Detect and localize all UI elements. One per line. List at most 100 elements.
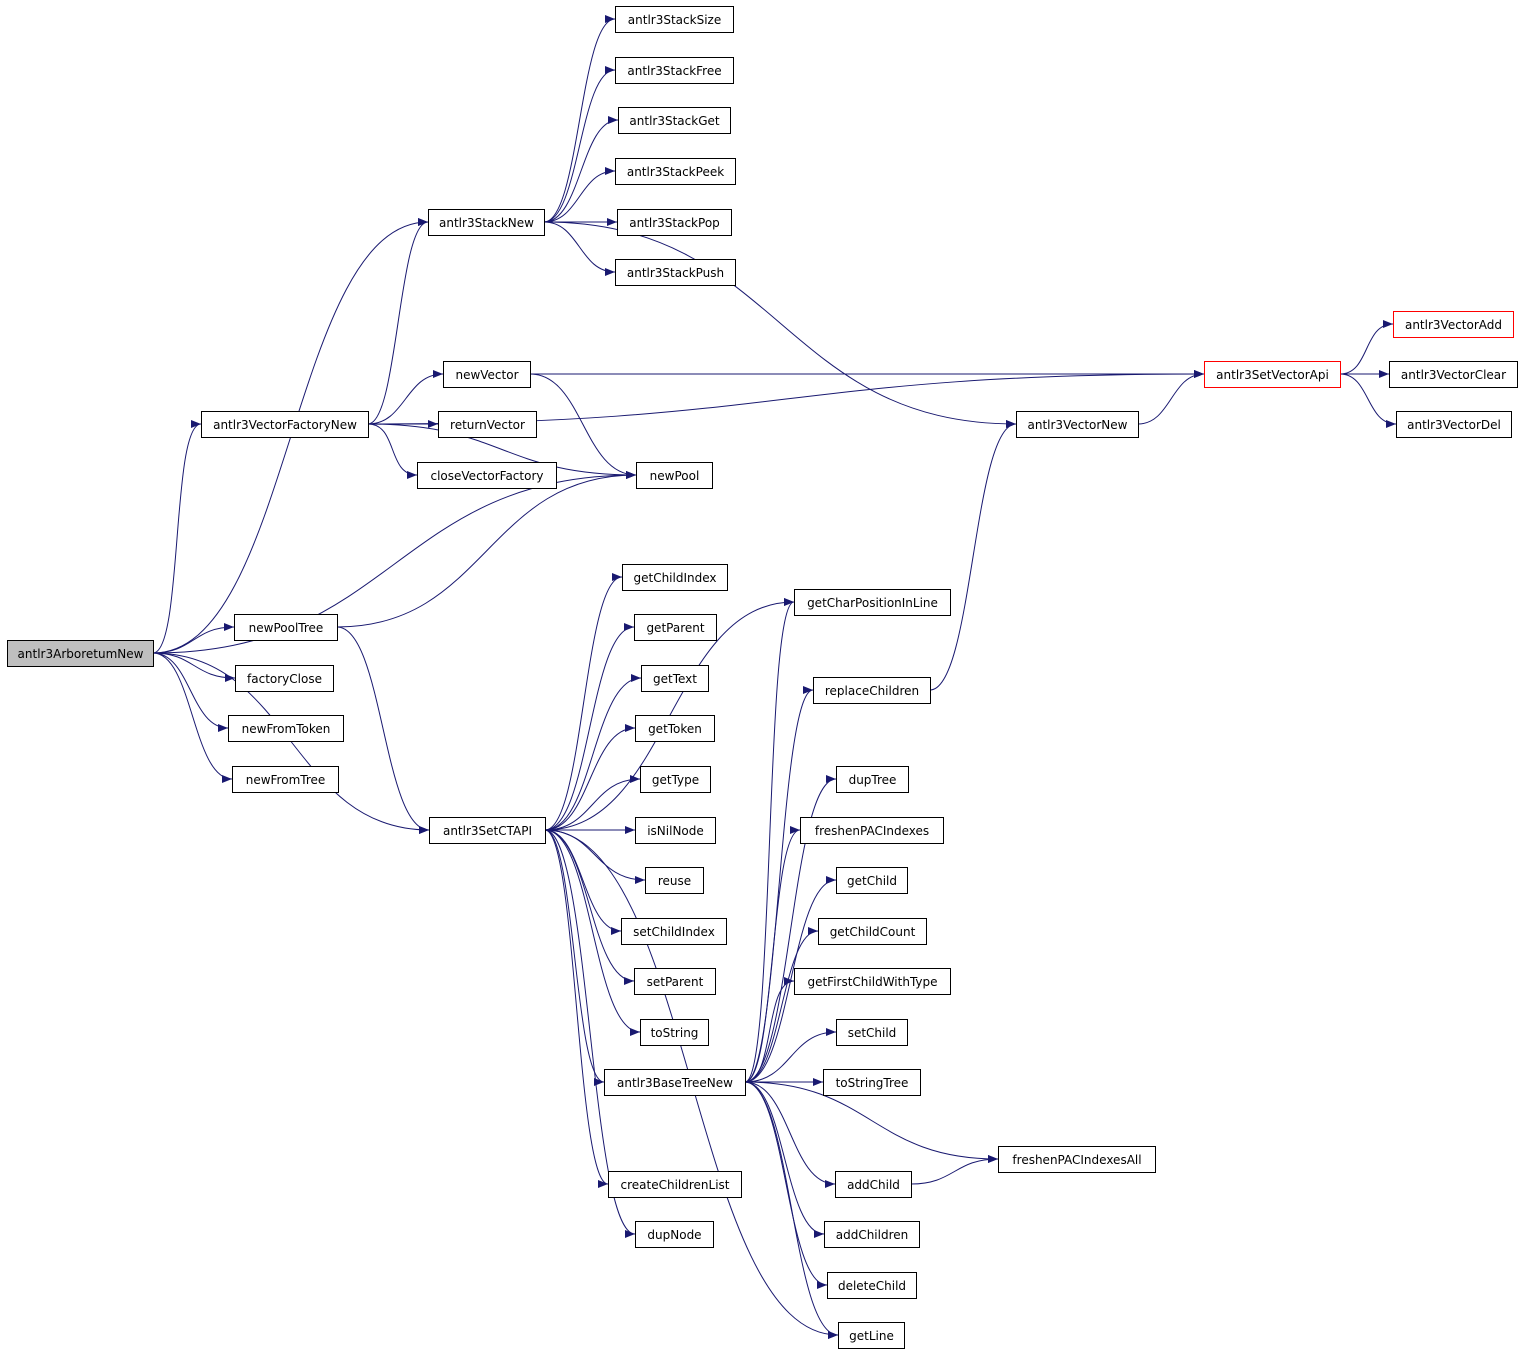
node-box-setparent[interactable]	[634, 968, 716, 995]
node-addchildren[interactable]: addChildren	[824, 1221, 920, 1248]
node-newfromtree[interactable]: newFromTree	[232, 766, 339, 793]
node-box-stackpeek[interactable]	[615, 158, 736, 185]
node-box-vecclear[interactable]	[1389, 361, 1518, 388]
node-createchildren[interactable]: createChildrenList	[608, 1171, 742, 1198]
node-box-addchild[interactable]	[835, 1171, 912, 1198]
node-vecnew[interactable]: antlr3VectorNew	[1016, 411, 1139, 438]
node-box-createchildren[interactable]	[608, 1171, 742, 1198]
node-box-addchildren[interactable]	[824, 1221, 920, 1248]
node-getfirstchild[interactable]: getFirstChildWithType	[794, 968, 951, 995]
node-box-getcharpos[interactable]	[794, 589, 951, 616]
node-box-setchildindex[interactable]	[621, 918, 727, 945]
node-box-factoryclose[interactable]	[235, 665, 334, 692]
node-setctapi[interactable]: antlr3SetCTAPI	[429, 817, 546, 844]
node-box-newpool[interactable]	[636, 462, 713, 489]
node-box-freshenpac[interactable]	[800, 817, 944, 844]
node-box-basetreenew[interactable]	[604, 1069, 746, 1096]
node-box-getline[interactable]	[838, 1322, 905, 1349]
node-box-arboretum[interactable]	[7, 640, 154, 667]
node-box-returnvector[interactable]	[438, 411, 537, 438]
node-stackpeek[interactable]: antlr3StackPeek	[615, 158, 736, 185]
node-setchildindex[interactable]: setChildIndex	[621, 918, 727, 945]
node-deletechild[interactable]: deleteChild	[827, 1272, 917, 1299]
node-box-closevf[interactable]	[417, 462, 557, 489]
node-newfromtoken[interactable]: newFromToken	[228, 715, 344, 742]
node-box-gettoken[interactable]	[635, 715, 715, 742]
node-vecclear[interactable]: antlr3VectorClear	[1389, 361, 1518, 388]
node-box-gettype[interactable]	[640, 766, 711, 793]
node-box-getfirstchild[interactable]	[794, 968, 951, 995]
node-box-getchildindex[interactable]	[622, 564, 728, 591]
node-getchildindex[interactable]: getChildIndex	[622, 564, 728, 591]
node-box-newfromtree[interactable]	[232, 766, 339, 793]
node-newpool[interactable]: newPool	[636, 462, 713, 489]
node-stackpush[interactable]: antlr3StackPush	[615, 259, 736, 286]
node-addchild[interactable]: addChild	[835, 1171, 912, 1198]
node-box-stackpop[interactable]	[617, 209, 732, 236]
node-box-isnilnode[interactable]	[635, 817, 716, 844]
node-arboretum[interactable]: antlr3ArboretumNew	[7, 640, 154, 667]
node-tostringtree[interactable]: toStringTree	[823, 1069, 921, 1096]
node-box-getparent[interactable]	[634, 614, 717, 641]
node-box-setctapi[interactable]	[429, 817, 546, 844]
node-vecdel[interactable]: antlr3VectorDel	[1396, 411, 1512, 438]
node-gettext[interactable]: getText	[641, 665, 709, 692]
node-returnvector[interactable]: returnVector	[438, 411, 537, 438]
node-box-tostring[interactable]	[640, 1019, 709, 1046]
node-box-vecnew[interactable]	[1016, 411, 1139, 438]
node-closevf[interactable]: closeVectorFactory	[417, 462, 557, 489]
node-isnilnode[interactable]: isNilNode	[635, 817, 716, 844]
node-box-deletechild[interactable]	[827, 1272, 917, 1299]
node-getparent[interactable]: getParent	[634, 614, 717, 641]
node-box-newvector[interactable]	[443, 361, 531, 388]
node-box-stackget[interactable]	[618, 107, 731, 134]
node-box-newpooltree[interactable]	[234, 614, 338, 641]
node-box-setchild[interactable]	[836, 1019, 908, 1046]
node-vecfactory[interactable]: antlr3VectorFactoryNew	[201, 411, 369, 438]
node-newvector[interactable]: newVector	[443, 361, 531, 388]
node-setparent[interactable]: setParent	[634, 968, 716, 995]
node-getchildcount[interactable]: getChildCount	[818, 918, 927, 945]
node-setchild[interactable]: setChild	[836, 1019, 908, 1046]
node-box-vecadd[interactable]	[1393, 311, 1514, 338]
node-box-tostringtree[interactable]	[823, 1069, 921, 1096]
node-gettype[interactable]: getType	[640, 766, 711, 793]
node-dupnode[interactable]: dupNode	[635, 1221, 714, 1248]
node-stacksize[interactable]: antlr3StackSize	[615, 6, 734, 33]
node-box-stacksize[interactable]	[615, 6, 734, 33]
node-box-getchild[interactable]	[836, 867, 908, 894]
node-box-getchildcount[interactable]	[818, 918, 927, 945]
node-factoryclose[interactable]: factoryClose	[235, 665, 334, 692]
node-freshenpacall[interactable]: freshenPACIndexesAll	[998, 1146, 1156, 1173]
node-replacechildren[interactable]: replaceChildren	[813, 677, 931, 704]
node-stacknew[interactable]: antlr3StackNew	[428, 209, 545, 236]
node-box-stacknew[interactable]	[428, 209, 545, 236]
node-gettoken[interactable]: getToken	[635, 715, 715, 742]
node-getchild[interactable]: getChild	[836, 867, 908, 894]
node-tostring[interactable]: toString	[640, 1019, 709, 1046]
node-duptree[interactable]: dupTree	[836, 766, 909, 793]
node-box-stackfree[interactable]	[615, 57, 734, 84]
node-stackpop[interactable]: antlr3StackPop	[617, 209, 732, 236]
node-stackget[interactable]: antlr3StackGet	[618, 107, 731, 134]
node-freshenpac[interactable]: freshenPACIndexes	[800, 817, 944, 844]
node-box-dupnode[interactable]	[635, 1221, 714, 1248]
node-box-stackpush[interactable]	[615, 259, 736, 286]
node-getcharpos[interactable]: getCharPositionInLine	[794, 589, 951, 616]
node-box-vecfactory[interactable]	[201, 411, 369, 438]
node-basetreenew[interactable]: antlr3BaseTreeNew	[604, 1069, 746, 1096]
node-box-freshenpacall[interactable]	[998, 1146, 1156, 1173]
node-box-reuse[interactable]	[645, 867, 704, 894]
node-box-vecdel[interactable]	[1396, 411, 1512, 438]
node-newpooltree[interactable]: newPoolTree	[234, 614, 338, 641]
node-box-replacechildren[interactable]	[813, 677, 931, 704]
node-stackfree[interactable]: antlr3StackFree	[615, 57, 734, 84]
node-reuse[interactable]: reuse	[645, 867, 704, 894]
node-box-setvecapi[interactable]	[1204, 361, 1341, 388]
node-box-gettext[interactable]	[641, 665, 709, 692]
node-box-duptree[interactable]	[836, 766, 909, 793]
node-getline[interactable]: getLine	[838, 1322, 905, 1349]
node-box-newfromtoken[interactable]	[228, 715, 344, 742]
node-setvecapi[interactable]: antlr3SetVectorApi	[1204, 361, 1341, 388]
node-vecadd[interactable]: antlr3VectorAdd	[1393, 311, 1514, 338]
